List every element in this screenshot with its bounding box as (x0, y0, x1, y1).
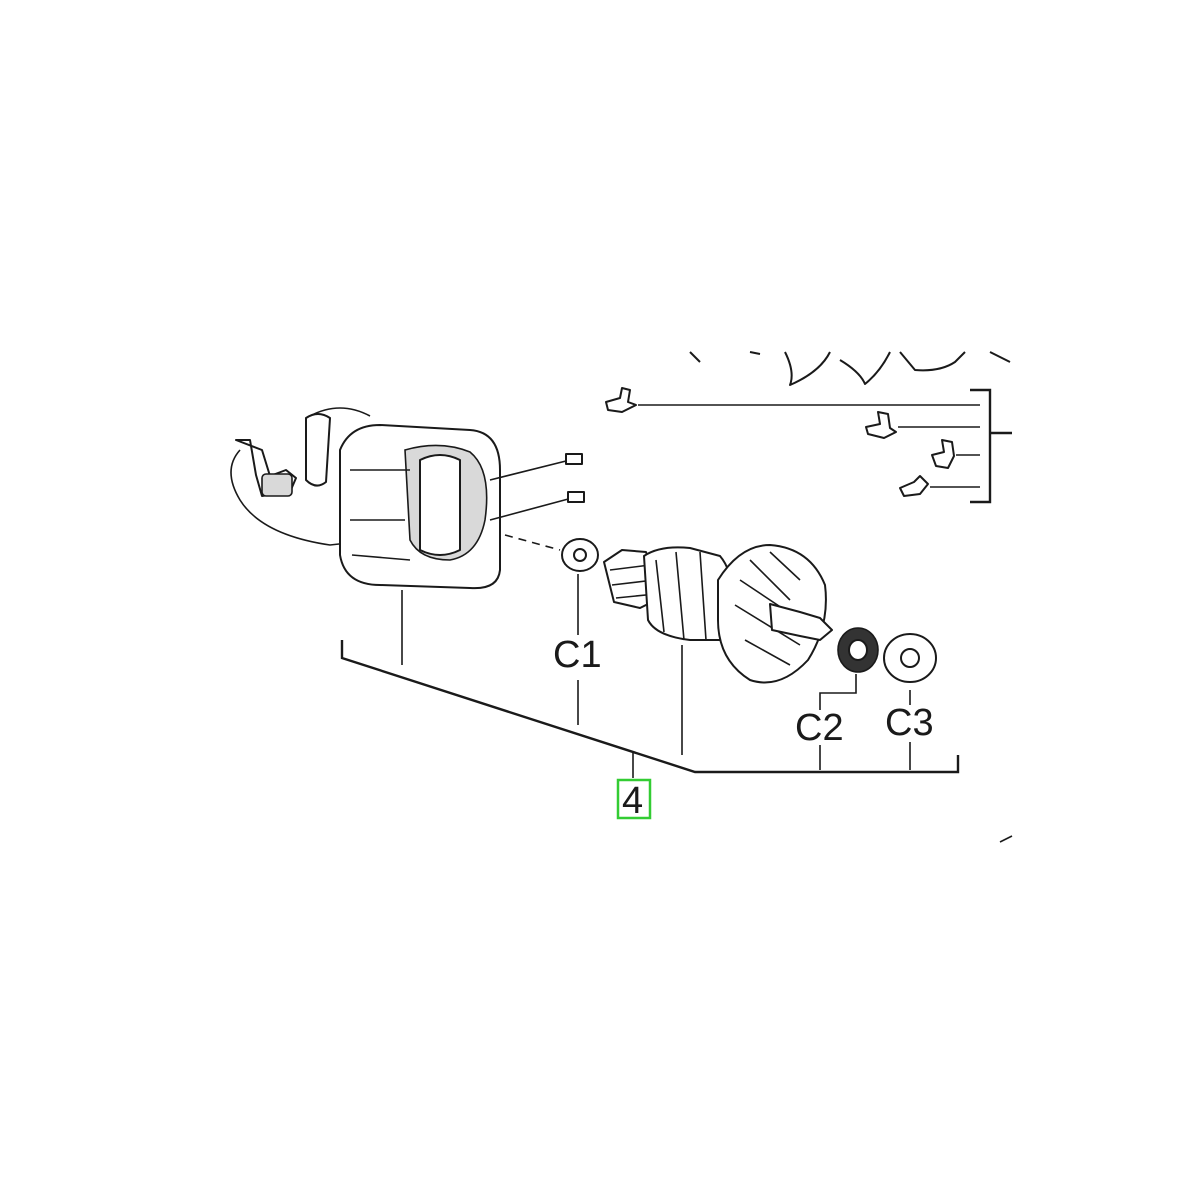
bearing-c2 (819, 627, 879, 770)
armature (603, 544, 833, 755)
callout-c3-label: C3 (885, 702, 934, 744)
stator (230, 407, 585, 665)
main-callout[interactable]: 4 (616, 778, 652, 822)
assembly-bracket (340, 640, 960, 778)
main-callout-highlight (616, 778, 652, 820)
washer-c3 (883, 633, 937, 770)
housing-fragment (689, 351, 1013, 843)
brush-holder-group (605, 387, 1012, 504)
callout-c2-label: C2 (795, 707, 844, 749)
washer-c1 (504, 534, 599, 725)
main-callout-label: 4 (622, 780, 643, 822)
callout-c1-label: C1 (553, 634, 602, 676)
